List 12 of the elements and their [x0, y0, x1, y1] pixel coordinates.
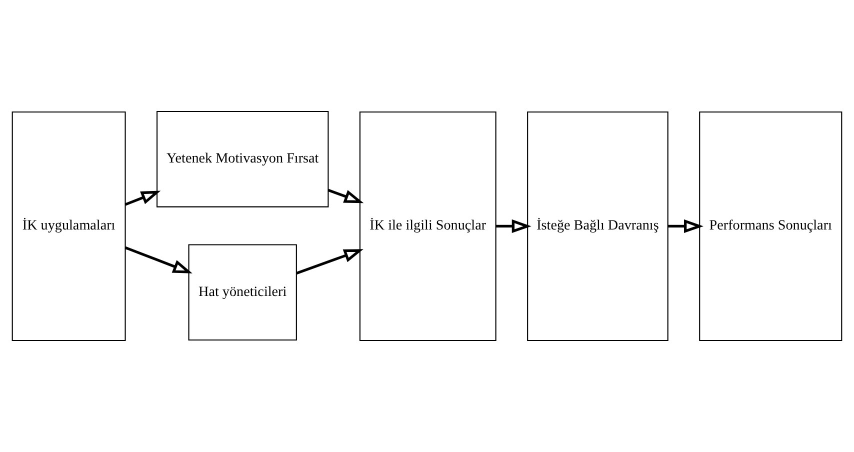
arrow	[328, 188, 364, 204]
arrow	[296, 249, 364, 274]
node-box: İK ile ilgili Sonuçlar	[359, 111, 496, 341]
arrow	[124, 246, 192, 274]
arrow	[668, 219, 704, 234]
node-box: İsteğe Bağlı Davranış	[527, 111, 668, 341]
arrow	[124, 190, 161, 206]
node-box: Performans Sonuçları	[699, 111, 842, 341]
arrow	[496, 219, 532, 234]
node-box: İK uygulamaları	[12, 111, 126, 341]
node-box: Hat yöneticileri	[188, 244, 297, 341]
node-box: Yetenek Motivasyon Fırsat	[156, 111, 329, 208]
